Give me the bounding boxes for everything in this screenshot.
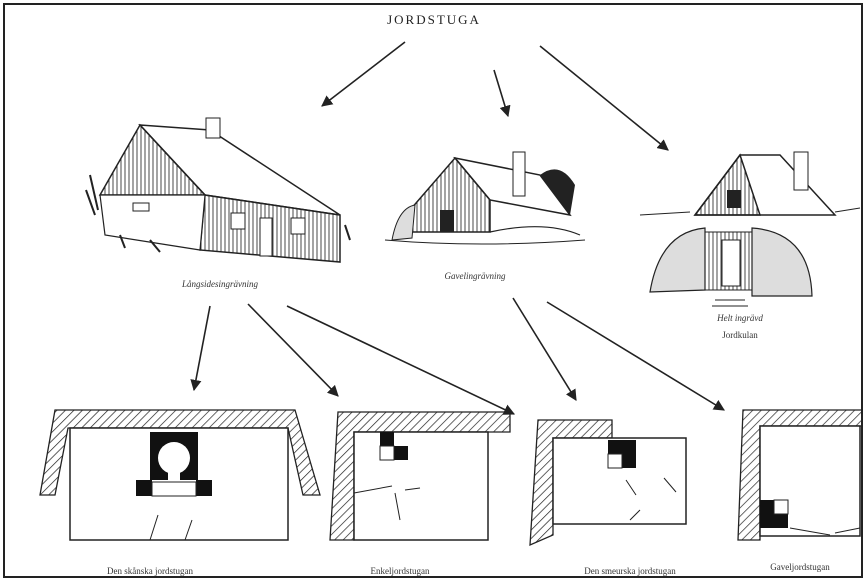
house-2-illustration (384, 151, 586, 245)
plan-3-caption: Den smeurska jordstugan (584, 566, 676, 576)
plan-1 (39, 409, 321, 541)
house-3-caption-2: Jordkulan (722, 330, 758, 340)
plan-1-caption: Den skånska jordstugan (107, 566, 193, 576)
arrows-bottom (190, 297, 725, 415)
diagram-title: JORDSTUGA (387, 12, 481, 27)
border-frame (3, 3, 863, 578)
arrow-to-plan-2b (286, 305, 516, 415)
house-3-caption: Helt ingrävd (717, 313, 763, 323)
house-3-illustration (639, 151, 861, 307)
arrow-to-house-1 (321, 41, 406, 107)
plan-3 (529, 419, 687, 547)
house-2-caption: Gavelingrävning (444, 271, 506, 281)
house-1-illustration (85, 117, 351, 263)
plan-4-caption: Gaveljordstugan (770, 562, 830, 572)
arrow-to-plan-1 (190, 305, 211, 392)
house-1-caption: Långsidesingrävning (181, 279, 258, 289)
arrow-to-house-3 (539, 45, 669, 151)
arrow-to-plan-2 (247, 303, 339, 397)
plan-4 (737, 409, 863, 541)
arrow-to-house-2 (493, 69, 511, 118)
plan-2 (329, 411, 511, 541)
arrow-to-plan-4 (546, 301, 725, 411)
plan-2-caption: Enkeljordstugan (370, 566, 430, 576)
arrows-top (321, 41, 669, 151)
arrow-to-plan-3 (512, 297, 577, 401)
